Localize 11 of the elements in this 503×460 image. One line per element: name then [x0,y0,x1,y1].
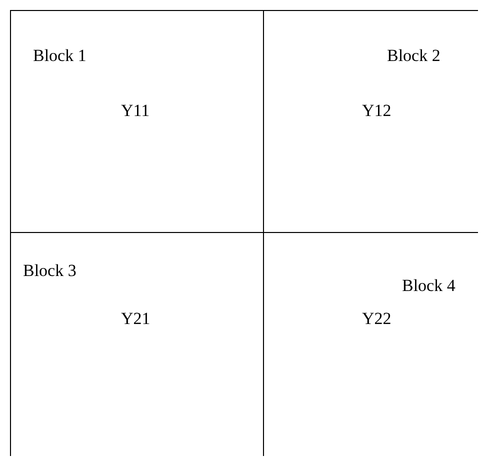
block-heading: Block 1 [33,46,86,66]
grid-cell [10,231,264,456]
block-heading: Block 2 [387,46,440,66]
cell-value: Y12 [362,101,392,121]
cell-value: Y22 [362,309,392,329]
grid-cell [10,10,264,233]
grid-cell [262,10,478,233]
block-heading: Block 4 [402,276,456,296]
block-heading: Block 3 [23,261,76,281]
cell-value: Y11 [121,101,150,121]
cell-value: Y21 [121,309,150,329]
